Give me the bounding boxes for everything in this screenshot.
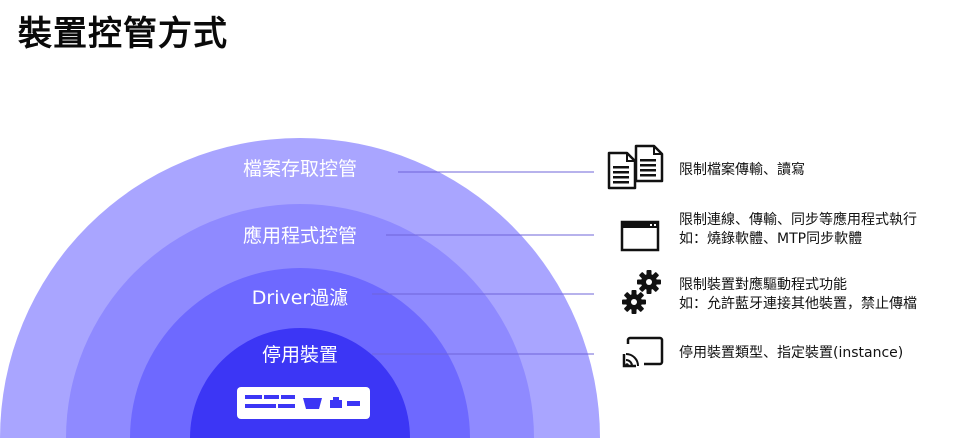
desc-line: 限制裝置對應驅動程式功能 (679, 277, 847, 293)
desc-line: 限制檔案傳輸、讀寫 (679, 162, 805, 178)
desc-line: 停用裝置類型、指定裝置(instance) (679, 345, 904, 361)
layer-desc-driver-filter: 限制裝置對應驅動程式功能 如：允許藍牙連接其他裝置，禁止傳檔 (679, 276, 917, 314)
layer-label-file-access: 檔案存取控管 (243, 158, 357, 180)
page-title: 裝置控管方式 (18, 14, 228, 54)
cast-screen-icon (622, 336, 664, 368)
layer-desc-disable-device: 停用裝置類型、指定裝置(instance) (679, 344, 903, 363)
gears-icon (622, 270, 661, 314)
desc-line: 限制連線、傳輸、同步等應用程式執行 (679, 212, 917, 228)
layer-desc-app-control: 限制連線、傳輸、同步等應用程式執行 如：燒錄軟體、MTP同步軟體 (679, 211, 917, 249)
layer-label-disable-device: 停用裝置 (262, 344, 338, 366)
documents-icon (607, 144, 664, 190)
layer-desc-file-access: 限制檔案傳輸、讀寫 (679, 161, 805, 180)
app-window-icon (620, 220, 660, 252)
device-ports-icon (237, 387, 370, 419)
layer-label-app-control: 應用程式控管 (243, 224, 357, 247)
layer-label-driver-filter: Driver過濾 (252, 287, 348, 309)
desc-line: 如：燒錄軟體、MTP同步軟體 (679, 231, 863, 247)
desc-line: 如：允許藍牙連接其他裝置，禁止傳檔 (679, 296, 917, 312)
